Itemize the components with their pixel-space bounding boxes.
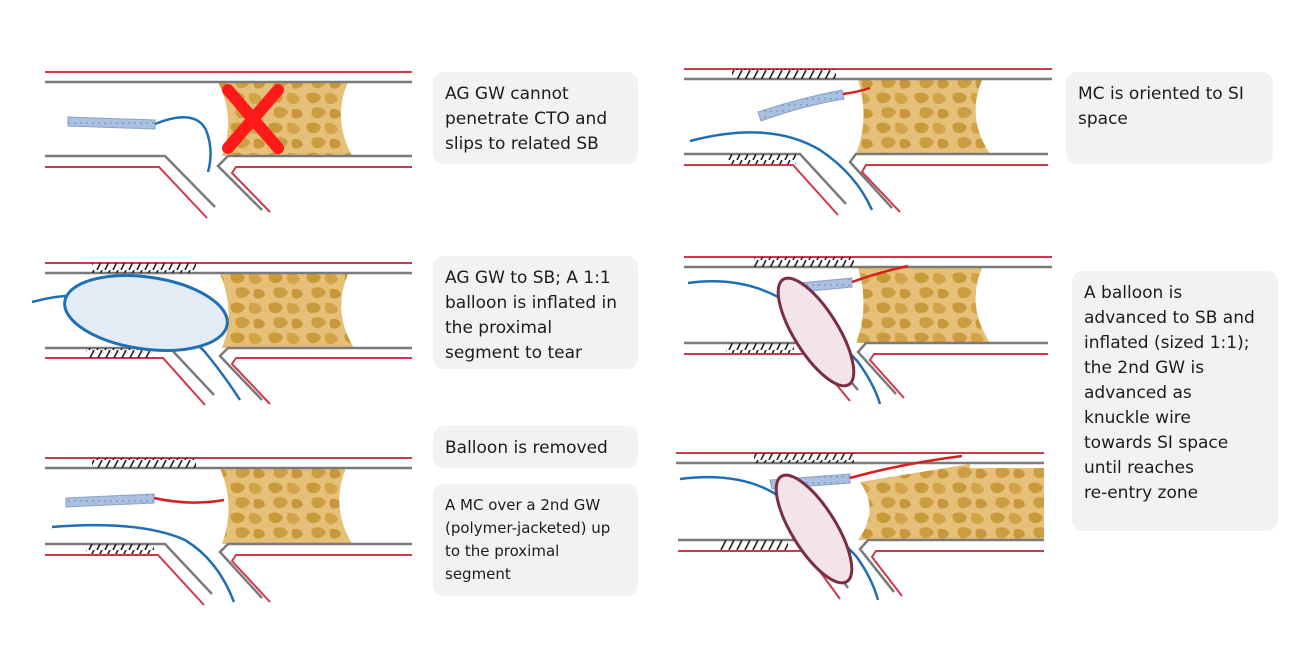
dissection-hatch bbox=[754, 257, 854, 267]
balloon bbox=[63, 274, 229, 352]
caption-step-3a: Balloon is removed bbox=[433, 426, 638, 468]
caption-text: Balloon is removed bbox=[445, 438, 608, 458]
dissection-hatch bbox=[86, 348, 154, 358]
caption-step-1: AG GW cannot penetrate CTO and slips to … bbox=[433, 72, 638, 164]
vessel-bottom-wall-left bbox=[45, 154, 216, 208]
plaque-cto bbox=[856, 80, 990, 154]
panel-3-mc-over-second-gw bbox=[45, 457, 412, 606]
guidewire bbox=[689, 131, 874, 211]
balloon bbox=[776, 276, 856, 388]
caption-text: A balloon is advanced to SB and inflated… bbox=[1084, 283, 1255, 503]
dissection-hatch bbox=[720, 540, 788, 550]
plaque-cto bbox=[856, 268, 990, 343]
vessel-bottom-wall-right bbox=[216, 154, 412, 211]
caption-step-3b: A MC over a 2nd GW (polymer-jacketed) up… bbox=[433, 484, 638, 596]
panel-2-balloon-inflated bbox=[31, 262, 412, 406]
vessel-bottom-wall-right bbox=[868, 353, 1048, 399]
vessel-bottom-wall-right bbox=[218, 346, 412, 401]
guidewire-red bbox=[153, 496, 225, 504]
dissection-hatch bbox=[92, 263, 196, 273]
panel-4-mc-oriented bbox=[684, 68, 1052, 216]
dissection-hatch bbox=[732, 69, 836, 79]
vessel-bottom-wall-right bbox=[858, 538, 1044, 593]
microcatheter bbox=[65, 493, 155, 508]
dissection-hatch bbox=[726, 343, 794, 353]
caption-step-5: A balloon is advanced to SB and inflated… bbox=[1072, 271, 1278, 531]
guidewire-red bbox=[849, 454, 963, 480]
panel-1-gw-slips-to-sb bbox=[45, 71, 412, 219]
guidewire bbox=[154, 116, 212, 173]
microcatheter bbox=[757, 89, 845, 122]
vessel-bottom-wall-right bbox=[230, 357, 412, 405]
vessel-bottom-wall-right bbox=[860, 164, 1048, 213]
caption-text: MC is oriented to SI space bbox=[1078, 84, 1244, 129]
guidewire bbox=[51, 523, 236, 603]
vessel-bottom-wall-left bbox=[684, 152, 847, 205]
guidewire-red bbox=[851, 264, 909, 284]
plaque-cto bbox=[220, 274, 354, 348]
vessel-bottom-wall-right bbox=[230, 166, 412, 213]
vessel-bottom-wall-right bbox=[870, 550, 1044, 597]
caption-step-2: AG GW to SB; A 1:1 balloon is inflated i… bbox=[433, 256, 638, 369]
dissection-hatch bbox=[754, 453, 854, 463]
vessel-bottom-wall-left bbox=[45, 554, 205, 606]
vessel-bottom-wall-left bbox=[45, 166, 208, 219]
vessel-bottom-wall-left bbox=[684, 164, 839, 216]
dissection-hatch bbox=[728, 154, 796, 164]
panel-6-reentry-zone bbox=[676, 452, 1044, 601]
vessel-bottom-wall-right bbox=[848, 152, 1048, 209]
caption-step-4: MC is oriented to SI space bbox=[1066, 72, 1273, 164]
vessel-bottom-wall-right bbox=[230, 554, 412, 603]
plaque-cto bbox=[218, 82, 352, 156]
guidewire-red bbox=[842, 86, 871, 96]
dissection-hatch bbox=[86, 544, 154, 554]
cross-mark-icon bbox=[222, 84, 284, 154]
caption-text: A MC over a 2nd GW (polymer-jacketed) up… bbox=[445, 496, 611, 583]
vessel-bottom-wall-right bbox=[856, 341, 1048, 395]
dissection-hatch bbox=[92, 458, 196, 468]
plaque-cto bbox=[220, 468, 352, 544]
balloon bbox=[774, 473, 854, 585]
caption-text: AG GW to SB; A 1:1 balloon is inflated i… bbox=[445, 268, 618, 363]
vessel-bottom-wall-left bbox=[45, 357, 206, 406]
vessel-bottom-wall-left bbox=[45, 542, 213, 595]
plaque-cto bbox=[858, 464, 1044, 540]
microcatheter bbox=[67, 116, 156, 130]
vessel-bottom-wall-right bbox=[218, 542, 412, 599]
caption-text: AG GW cannot penetrate CTO and slips to … bbox=[445, 84, 608, 154]
panel-5-balloon-and-knuckle bbox=[684, 256, 1052, 405]
